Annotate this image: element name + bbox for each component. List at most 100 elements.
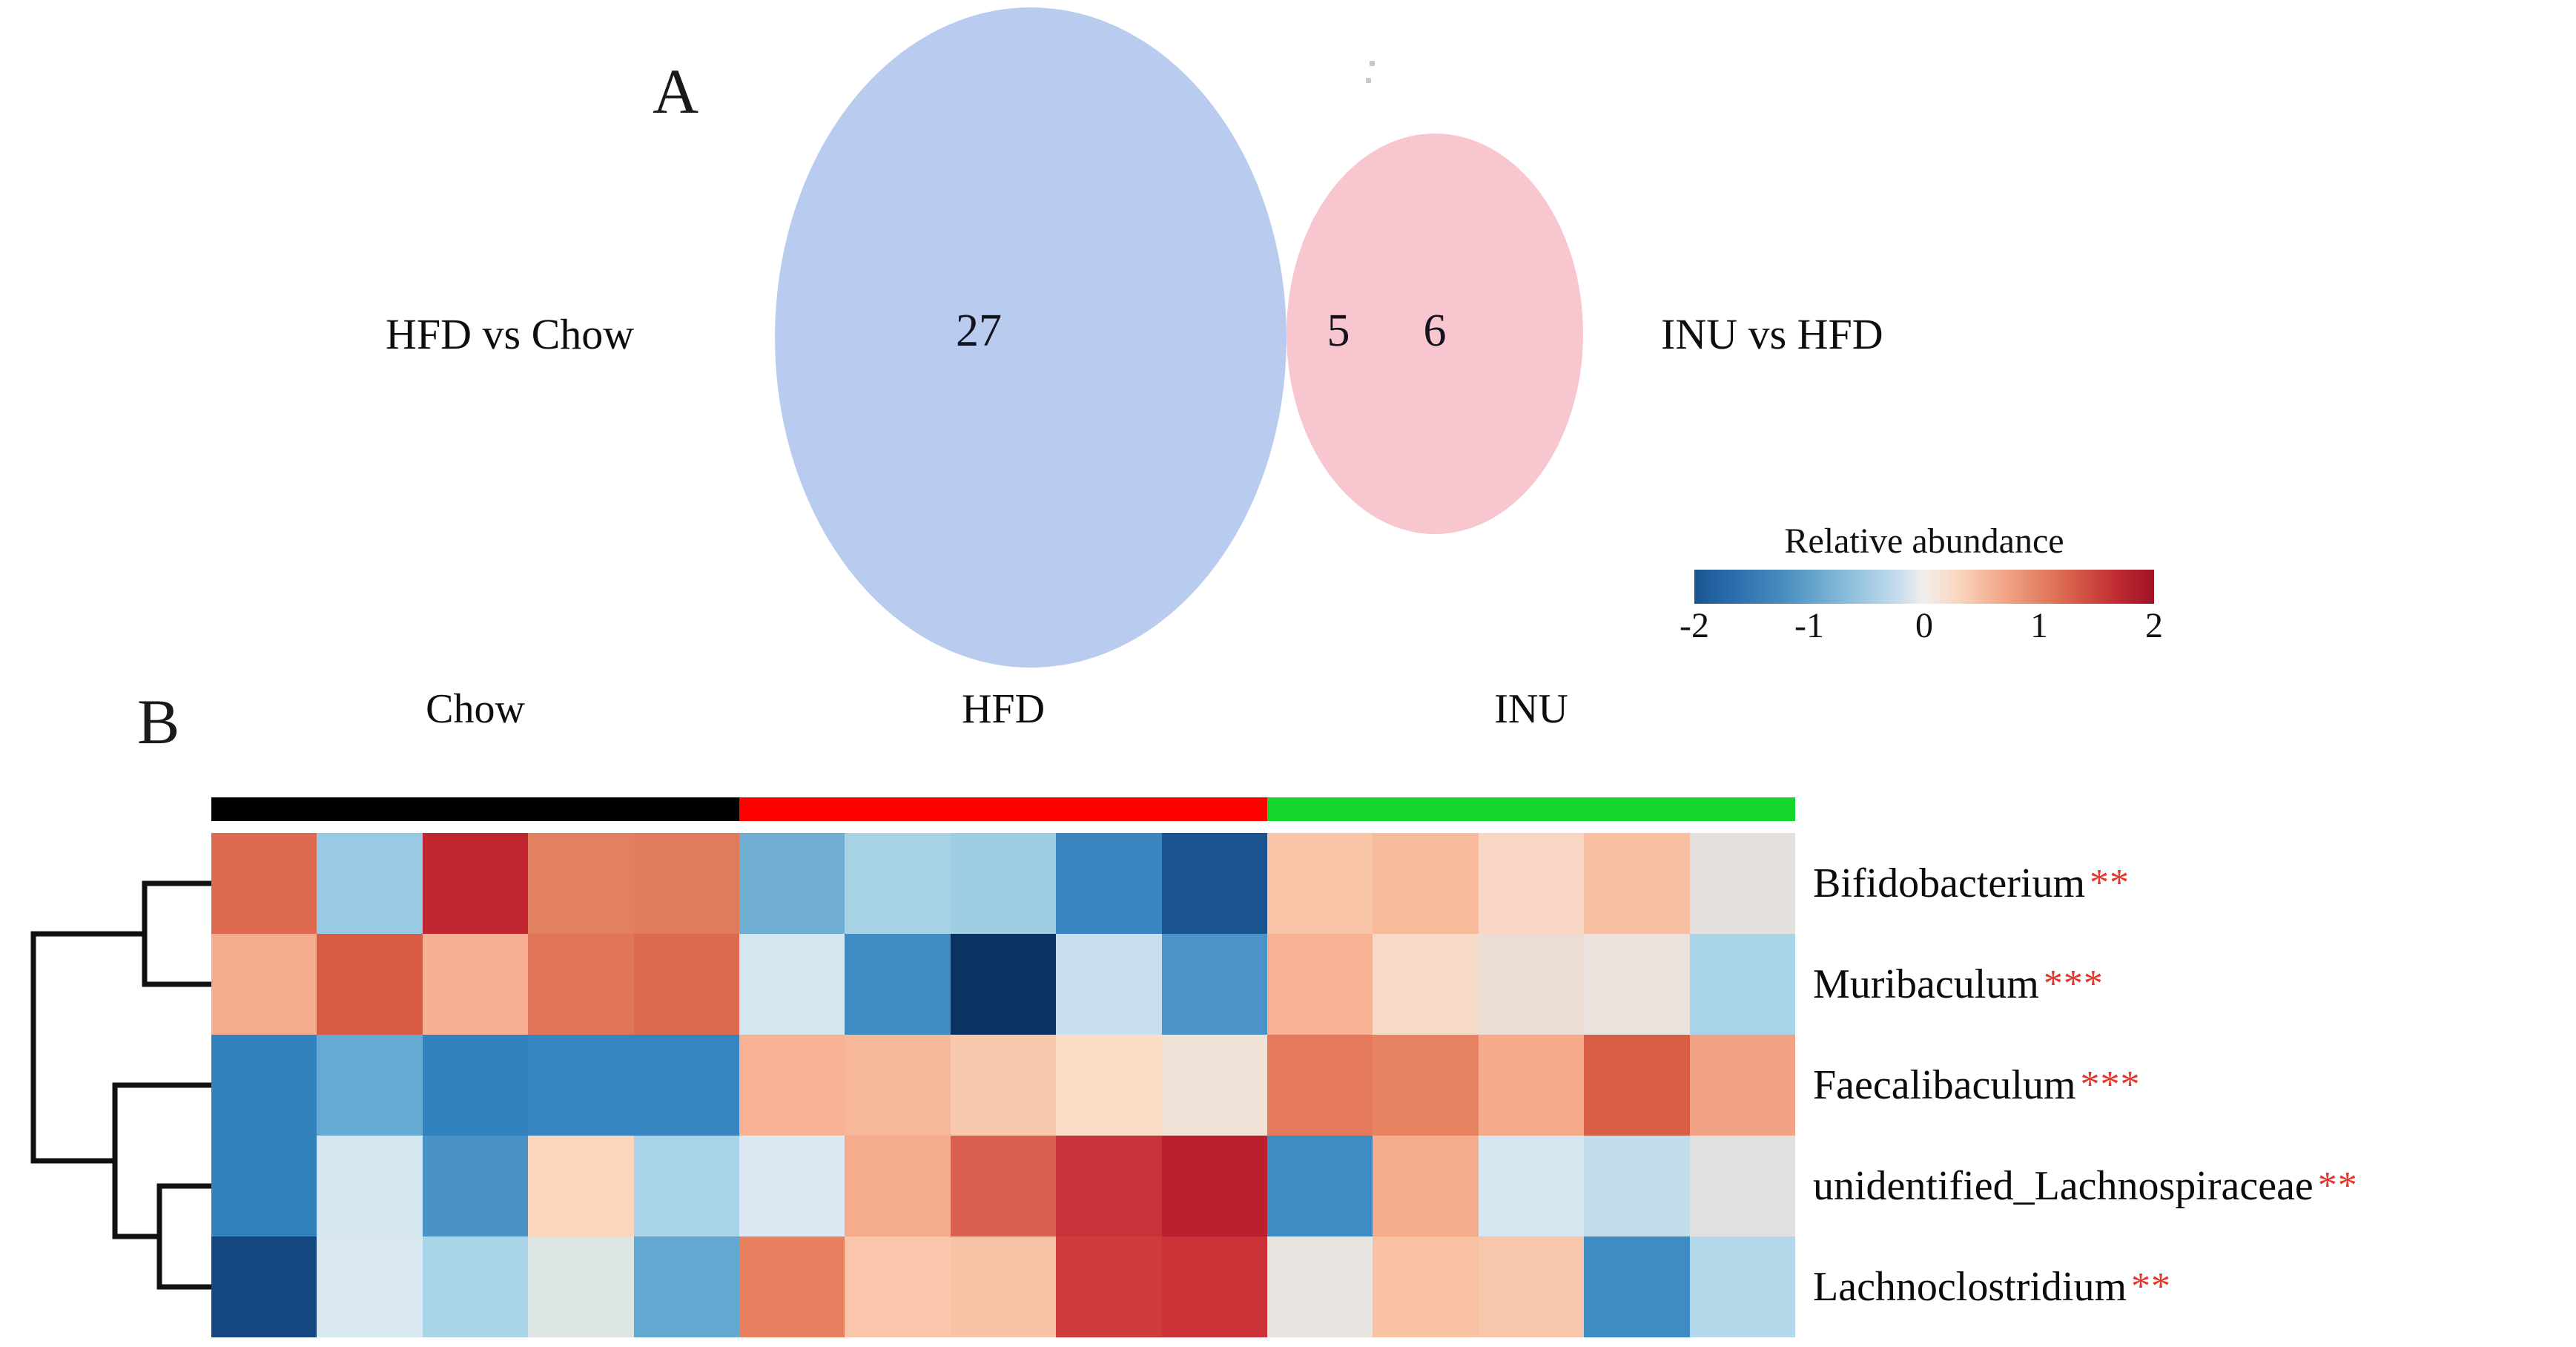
- colorbar-title: Relative abundance: [1784, 521, 2064, 561]
- heatmap-cell: [1266, 934, 1373, 1035]
- heatmap-cell: [1373, 1136, 1479, 1236]
- heatmap-cell: [1373, 934, 1479, 1035]
- heatmap-cell: [1584, 1136, 1690, 1236]
- heatmap-cell: [739, 934, 845, 1035]
- heatmap-cell: [633, 833, 739, 934]
- heatmap-cell: [422, 1236, 529, 1337]
- group-title-hfd: HFD: [961, 686, 1046, 732]
- row-label-text: Muribaculum: [1813, 961, 2039, 1007]
- row-label: Faecalibaculum***: [1813, 1035, 2141, 1136]
- heatmap-group-color-bars: [211, 797, 1795, 821]
- heatmap-cell: [1161, 1035, 1267, 1136]
- heatmap-cell: [1056, 934, 1162, 1035]
- heatmap-cell: [1161, 1236, 1267, 1337]
- heatmap-cell: [1584, 1035, 1690, 1136]
- heatmap-cell: [211, 934, 317, 1035]
- venn-diagram: 27 5 6 HFD vs Chow INU vs HFD: [0, 0, 1883, 682]
- heatmap-cell: [950, 934, 1057, 1035]
- colorbar-gradient-bar: [1694, 570, 2154, 604]
- heatmap-cell: [950, 833, 1057, 934]
- heatmap-cell: [1161, 934, 1267, 1035]
- heatmap-cell: [422, 1136, 529, 1236]
- heatmap-cell: [1478, 1136, 1585, 1236]
- heatmap-cell: [1478, 833, 1585, 934]
- row-label: Muribaculum***: [1813, 934, 2104, 1035]
- group-bar-chow: [211, 797, 739, 821]
- heatmap-grid: [211, 833, 1795, 1337]
- significance-stars: **: [2317, 1165, 2358, 1207]
- heatmap-cell: [211, 833, 317, 934]
- heatmap-cell: [950, 1136, 1057, 1236]
- heatmap-cell: [528, 1035, 634, 1136]
- heatmap-cell: [528, 934, 634, 1035]
- heatmap-cell: [528, 1136, 634, 1236]
- heatmap-cell: [739, 833, 845, 934]
- heatmap-cell: [211, 1035, 317, 1136]
- heatmap-cell: [1689, 833, 1795, 934]
- heatmap-cell: [633, 1136, 739, 1236]
- heatmap-cell: [1266, 1236, 1373, 1337]
- heatmap-cell: [1584, 833, 1690, 934]
- heatmap-cell: [317, 1035, 423, 1136]
- panel-a-venn: A 27 5 6 HFD vs Chow INU vs HFD Relative…: [0, 0, 2163, 682]
- artifact-speck-icon: [1366, 78, 1371, 83]
- heatmap-cell: [845, 934, 951, 1035]
- heatmap-cell: [528, 833, 634, 934]
- heatmap-cell: [1161, 833, 1267, 934]
- heatmap-cell: [1689, 1035, 1795, 1136]
- heatmap-cell: [845, 1035, 951, 1136]
- heatmap-cell: [1373, 1236, 1479, 1337]
- row-label-text: unidentified_Lachnospiraceae: [1813, 1163, 2314, 1209]
- colorbar-tick-2: 0: [1915, 606, 1933, 645]
- heatmap-cell: [317, 833, 423, 934]
- venn-label-hfd-vs-chow: HFD vs Chow: [386, 310, 635, 358]
- heatmap-cell: [1689, 1236, 1795, 1337]
- heatmap-cell: [1056, 1035, 1162, 1136]
- colorbar-tick-1: -1: [1794, 606, 1824, 645]
- colorbar-tick-3: 1: [2030, 606, 2048, 645]
- panel-b-label: B: [137, 686, 180, 757]
- row-label-text: Lachnoclostridium: [1813, 1264, 2127, 1310]
- heatmap-row-labels: Bifidobacterium**Muribaculum***Faecaliba…: [1813, 833, 2569, 1337]
- heatmap-cell: [845, 1136, 951, 1236]
- heatmap-cell: [422, 934, 529, 1035]
- heatmap-cell: [739, 1236, 845, 1337]
- colorbar-tick-0: -2: [1680, 606, 1709, 645]
- significance-stars: ***: [2043, 963, 2104, 1005]
- heatmap-cell: [317, 1236, 423, 1337]
- venn-circle-hfd-vs-chow: [775, 7, 1287, 668]
- heatmap-cell: [211, 1136, 317, 1236]
- heatmap-cell: [1478, 1035, 1585, 1136]
- group-title-inu: INU: [1494, 686, 1568, 732]
- artifact-speck-icon: [1370, 61, 1375, 66]
- heatmap-cell: [950, 1236, 1057, 1337]
- group-bar-hfd: [739, 797, 1267, 821]
- heatmap-cell: [1689, 1136, 1795, 1236]
- venn-count-right-only: 6: [1423, 306, 1447, 356]
- heatmap-cell: [1373, 833, 1479, 934]
- heatmap-cell: [633, 1035, 739, 1136]
- row-dendrogram: [30, 880, 211, 1290]
- panel-a-label: A: [653, 56, 699, 127]
- heatmap-cell: [1584, 934, 1690, 1035]
- heatmap-cell: [845, 833, 951, 934]
- row-label: Bifidobacterium**: [1813, 833, 2130, 934]
- group-bar-inu: [1267, 797, 1795, 821]
- heatmap-cell: [1266, 833, 1373, 934]
- venn-count-intersection: 5: [1327, 306, 1350, 356]
- heatmap-cell: [422, 1035, 529, 1136]
- significance-stars: ***: [2080, 1064, 2141, 1106]
- heatmap-cell: [1478, 1236, 1585, 1337]
- heatmap-cell: [211, 1236, 317, 1337]
- heatmap-cell: [739, 1136, 845, 1236]
- significance-stars: **: [2131, 1265, 2172, 1308]
- heatmap-cell: [739, 1035, 845, 1136]
- heatmap-cell: [528, 1236, 634, 1337]
- heatmap-cell: [1584, 1236, 1690, 1337]
- row-label: unidentified_Lachnospiraceae**: [1813, 1136, 2358, 1236]
- heatmap-cell: [1056, 1236, 1162, 1337]
